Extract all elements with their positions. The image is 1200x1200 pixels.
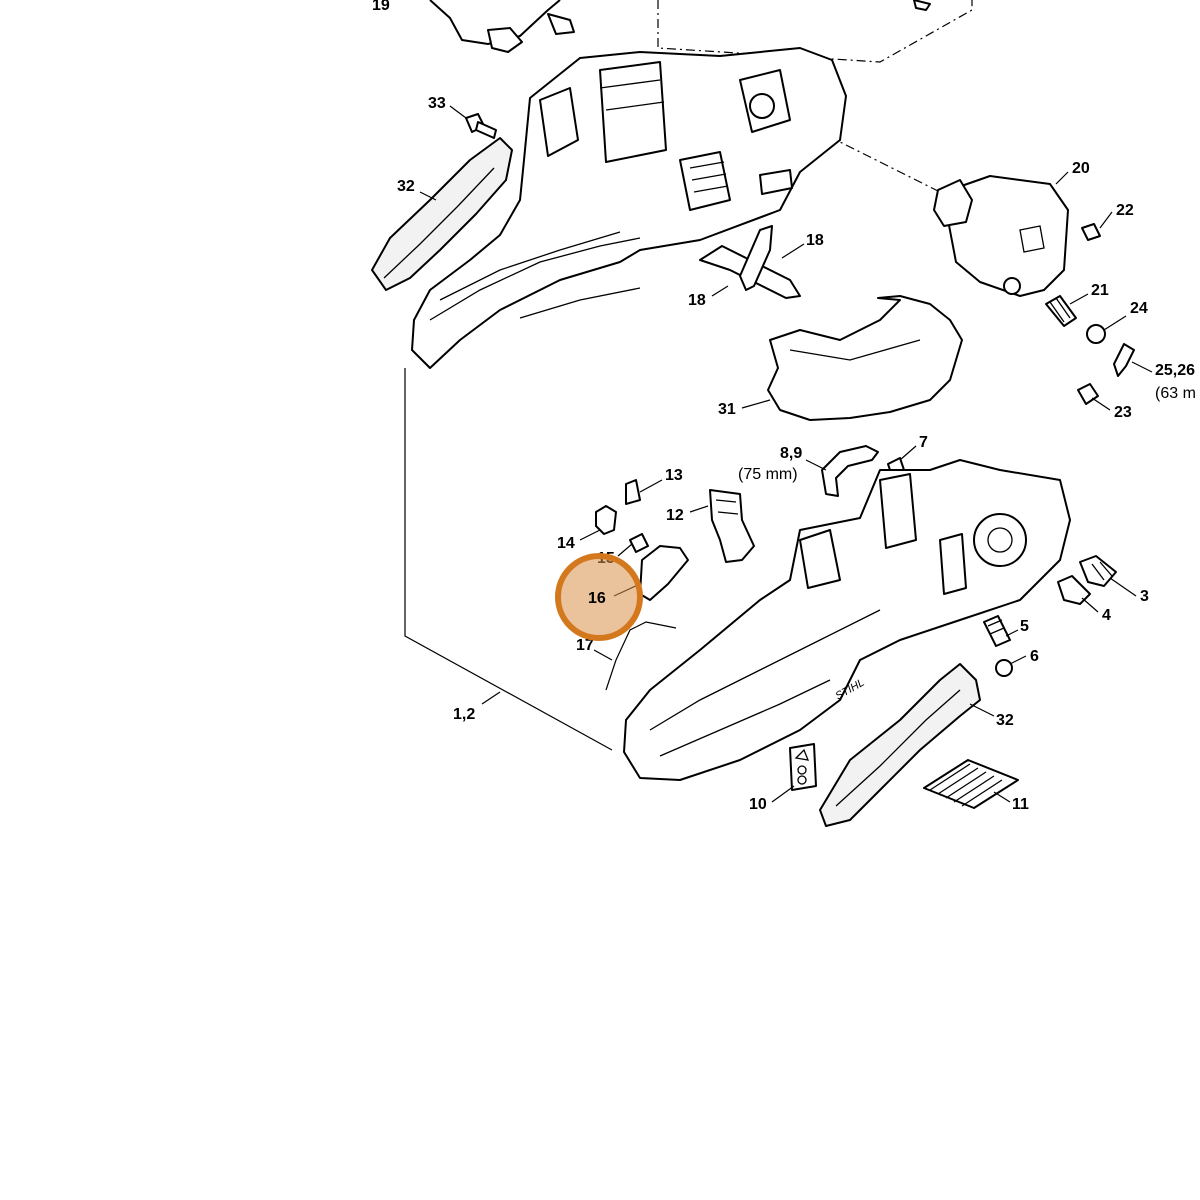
callout-63mm: (63 m	[1155, 385, 1196, 402]
part-10-label	[789, 743, 817, 791]
callout-18-second: 18	[688, 292, 706, 309]
callout-18: 18	[806, 232, 824, 249]
callout-24: 24	[1130, 300, 1148, 317]
part-19-bracket	[429, 0, 931, 53]
part-24-ring	[1086, 324, 1106, 344]
callout-20: 20	[1072, 160, 1090, 177]
callout-21: 21	[1091, 282, 1109, 299]
callout-5: 5	[1020, 618, 1029, 635]
callout-31: 31	[718, 401, 736, 418]
callout-1-2: 1,2	[453, 706, 475, 723]
lower-housing	[623, 459, 1071, 781]
callout-14: 14	[557, 535, 575, 552]
callout-19: 19	[372, 0, 390, 14]
callout-6: 6	[1030, 648, 1039, 665]
part-20-tank	[933, 175, 1069, 297]
upper-housing	[411, 47, 847, 369]
part-11-pad	[923, 759, 1019, 809]
callout-3: 3	[1140, 588, 1149, 605]
part-32-upper-cover	[371, 137, 513, 291]
highlight-marker-16[interactable]: 16	[555, 553, 643, 641]
part-25-elbow	[1113, 343, 1135, 377]
trigger-parts	[595, 479, 755, 691]
part-22-screw	[1081, 223, 1101, 241]
callout-16: 16	[588, 590, 606, 607]
part-6-nut	[995, 659, 1013, 677]
part-14-stop	[595, 505, 617, 535]
callout-8-9: 8,9	[780, 445, 802, 462]
part-18-springs	[699, 225, 801, 299]
part-4-screw	[1057, 575, 1091, 605]
part-17-spring	[605, 621, 677, 691]
callout-11: 11	[1012, 796, 1029, 813]
callout-32-lower: 32	[996, 712, 1014, 729]
part-31-cover	[767, 295, 963, 421]
assembly-dash-top	[657, 0, 973, 63]
part-33-screw	[465, 113, 497, 139]
housing-bracket-line	[404, 368, 613, 751]
part-13-clip	[625, 479, 641, 505]
part-16-trigger	[639, 545, 689, 601]
part-15-spring	[629, 533, 649, 553]
callout-32: 32	[397, 178, 415, 195]
part-21-bolt	[1045, 295, 1077, 327]
callout-13: 13	[665, 467, 683, 484]
part-23-clip	[1077, 383, 1099, 405]
screws-3-6	[983, 555, 1117, 677]
part-32-lower-cover	[819, 663, 981, 827]
callout-25-26: 25,26	[1155, 362, 1195, 379]
part-12-lever	[709, 489, 755, 563]
callout-10: 10	[749, 796, 767, 813]
callout-12: 12	[666, 507, 684, 524]
callout-33: 33	[428, 95, 446, 112]
callout-7: 7	[919, 434, 928, 451]
callout-23: 23	[1114, 404, 1132, 421]
callout-4: 4	[1102, 607, 1111, 624]
callout-22: 22	[1116, 202, 1134, 219]
callout-75mm: (75 mm)	[738, 466, 798, 483]
callout-17: 17	[576, 637, 594, 654]
highlight-circle[interactable]	[555, 553, 643, 641]
